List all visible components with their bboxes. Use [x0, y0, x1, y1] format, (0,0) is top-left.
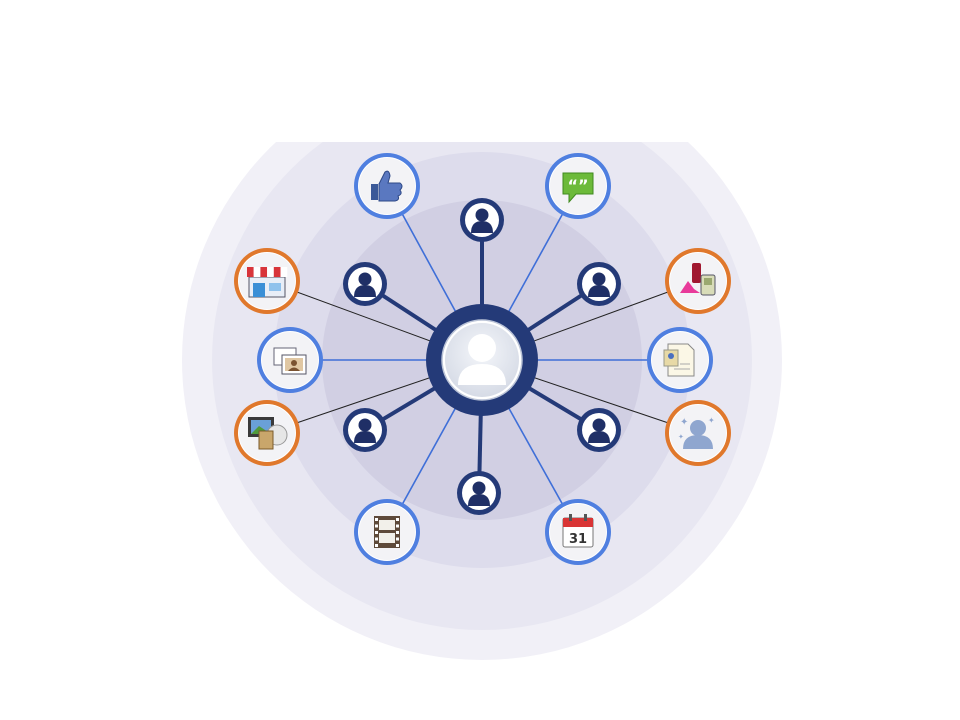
person-icon — [468, 481, 490, 506]
store-icon — [247, 267, 288, 298]
person-icon — [354, 418, 376, 443]
svg-text:“”: “” — [567, 176, 588, 195]
friend-bottom-left — [343, 408, 387, 452]
notes-icon — [663, 343, 695, 377]
like-icon — [371, 170, 403, 202]
object-node-like — [354, 153, 420, 219]
object-node-store — [234, 248, 300, 314]
calendar-icon: 31 — [562, 514, 594, 548]
object-node-media — [234, 400, 300, 466]
object-node-photos — [257, 327, 323, 393]
object-node-calendar: 31 — [545, 499, 611, 565]
calendar-day: 31 — [569, 532, 587, 547]
svg-text:✦: ✦ — [680, 417, 688, 428]
object-nodes: “” ✦ ✦ ✦ 31 — [234, 153, 731, 565]
film-icon — [374, 516, 400, 548]
media-icon — [248, 417, 288, 450]
user-avatar-icon — [445, 323, 519, 397]
person-icon — [471, 208, 493, 233]
friend-top — [460, 198, 504, 242]
object-node-notes — [647, 327, 713, 393]
friend-bottom — [457, 471, 501, 515]
person-icon — [354, 272, 376, 297]
object-node-products — [665, 248, 731, 314]
friend-top-right — [577, 262, 621, 306]
object-node-film — [354, 499, 420, 565]
svg-text:✦: ✦ — [678, 433, 684, 441]
profile-sparkle-icon: ✦ ✦ ✦ — [678, 416, 715, 449]
object-node-quote-bubble: “” — [545, 153, 611, 219]
friend-nodes — [343, 198, 621, 515]
products-icon — [680, 263, 716, 296]
central-user-hub — [426, 304, 538, 416]
object-node-profile-sparkle: ✦ ✦ ✦ — [665, 400, 731, 466]
photos-icon — [273, 347, 307, 375]
person-icon — [588, 272, 610, 297]
friend-top-left — [343, 262, 387, 306]
quote-bubble-icon: “” — [562, 172, 594, 204]
svg-text:✦: ✦ — [708, 416, 715, 425]
person-icon — [588, 418, 610, 443]
friend-bottom-right — [577, 408, 621, 452]
